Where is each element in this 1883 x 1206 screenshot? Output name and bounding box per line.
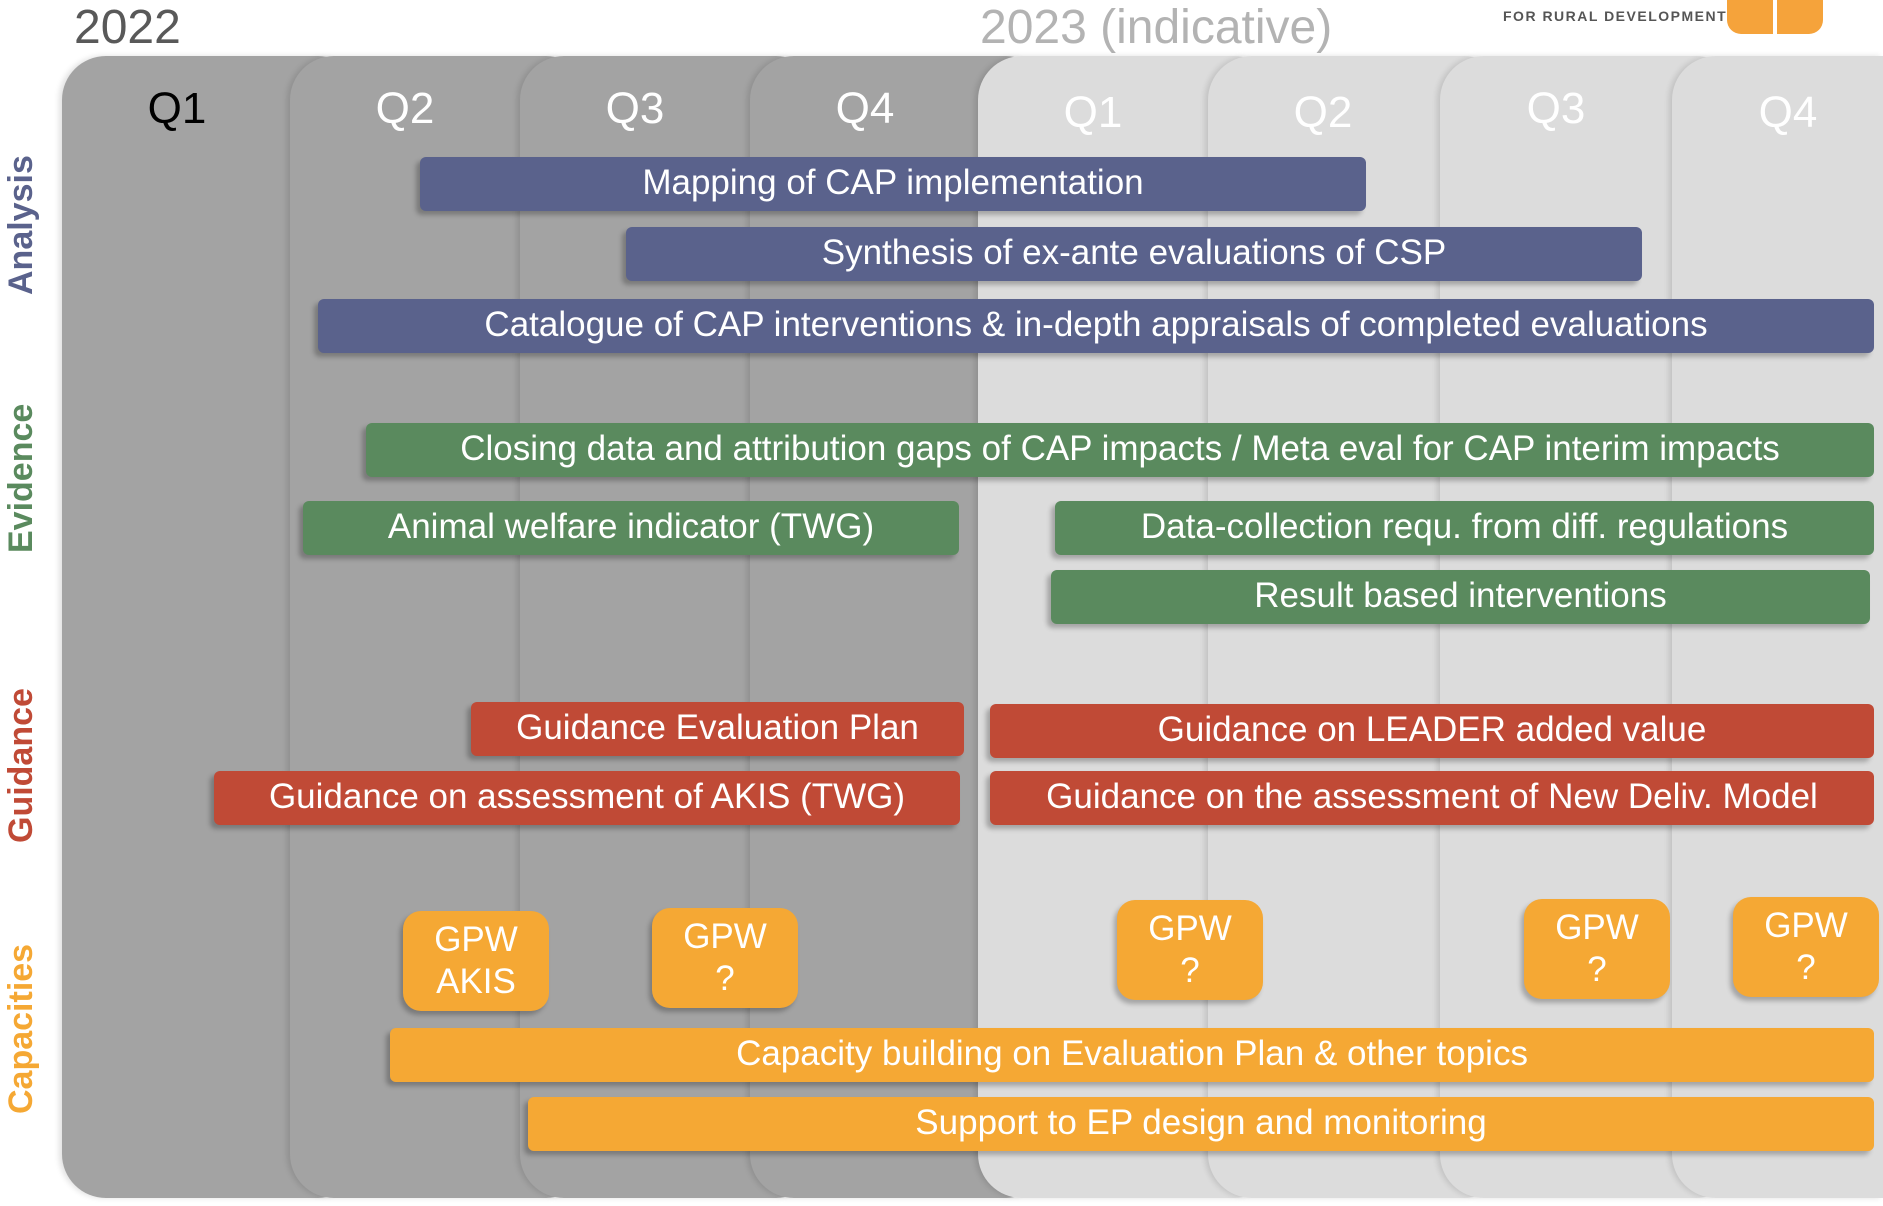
bar-guidance-leader-added-value: Guidance on LEADER added value — [990, 704, 1874, 758]
gpw-title: GPW — [683, 917, 767, 956]
quarter-label: Q2 — [1293, 88, 1353, 137]
bar-guidance-new-delivery-model: Guidance on the assessment of New Deliv.… — [990, 771, 1874, 825]
bar-guidance-akis: Guidance on assessment of AKIS (TWG) — [214, 771, 960, 825]
row-label-capacities: Capacities — [2, 943, 40, 1115]
quarter-label: Q4 — [1758, 88, 1818, 137]
logo-icon — [1727, 0, 1823, 34]
quarter-label: Q4 — [835, 84, 895, 133]
gpw-box-2023-q3: GPW ? — [1524, 899, 1670, 999]
gpw-title: GPW — [1764, 906, 1848, 945]
quarter-label: Q3 — [1526, 84, 1586, 133]
gpw-subtitle: ? — [1796, 948, 1816, 987]
bar-closing-data-gaps: Closing data and attribution gaps of CAP… — [366, 423, 1874, 477]
row-label-evidence: Evidence — [2, 403, 40, 553]
quarter-label: Q3 — [605, 84, 665, 133]
bar-result-based-interventions: Result based interventions — [1051, 570, 1870, 624]
bar-data-collection-requirements: Data-collection requ. from diff. regulat… — [1055, 501, 1874, 555]
bar-support-ep-design: Support to EP design and monitoring — [528, 1097, 1874, 1151]
quarter-label: Q1 — [1063, 88, 1123, 137]
bar-mapping-cap-implementation: Mapping of CAP implementation — [420, 157, 1366, 211]
gpw-box-2022-q3: GPW ? — [652, 908, 798, 1008]
bar-guidance-evaluation-plan: Guidance Evaluation Plan — [471, 702, 964, 756]
gpw-title: GPW — [434, 920, 518, 959]
bar-animal-welfare-indicator: Animal welfare indicator (TWG) — [303, 501, 959, 555]
bar-capacity-building: Capacity building on Evaluation Plan & o… — [390, 1028, 1874, 1082]
gpw-subtitle: ? — [715, 959, 735, 998]
gpw-subtitle: ? — [1180, 951, 1200, 990]
gpw-subtitle: AKIS — [436, 962, 516, 1001]
quarter-label: Q1 — [147, 84, 207, 133]
gpw-title: GPW — [1555, 908, 1639, 947]
gpw-subtitle: ? — [1587, 950, 1607, 989]
logo-text: FOR RURAL DEVELOPMENT — [1503, 8, 1728, 24]
gpw-box-akis: GPW AKIS — [403, 911, 549, 1011]
year-2023-label: 2023 (indicative) — [980, 1, 1333, 54]
gpw-box-2023-q1: GPW ? — [1117, 900, 1263, 1000]
row-label-guidance: Guidance — [2, 688, 40, 844]
bar-synthesis-ex-ante: Synthesis of ex-ante evaluations of CSP — [626, 227, 1642, 281]
gpw-box-2023-q4: GPW ? — [1733, 897, 1879, 997]
quarter-label: Q2 — [375, 84, 435, 133]
gpw-title: GPW — [1148, 909, 1232, 948]
row-label-analysis: Analysis — [2, 155, 40, 295]
quarter-column-2023-q4: Q4 — [1672, 56, 1883, 1198]
year-2022-label: 2022 — [74, 1, 181, 54]
bar-catalogue-cap-interventions: Catalogue of CAP interventions & in-dept… — [318, 299, 1874, 353]
